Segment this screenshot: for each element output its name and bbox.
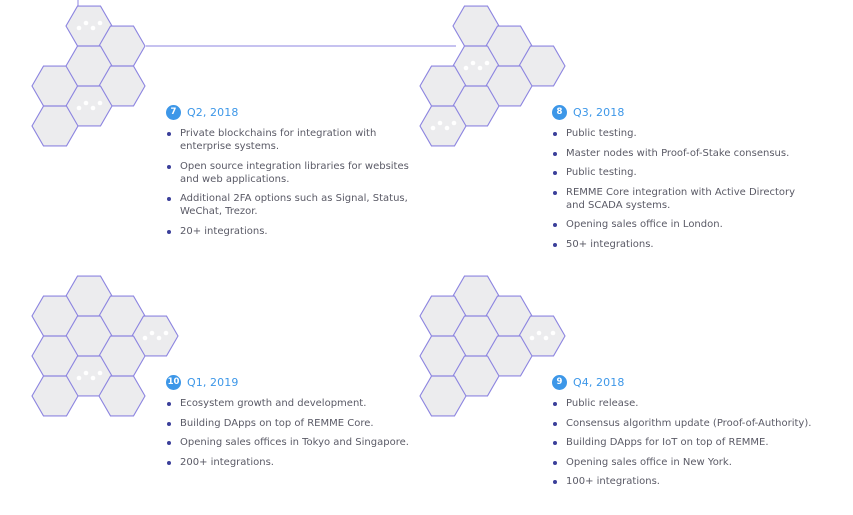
hexagon-dot [76, 105, 82, 111]
list-item: Opening sales office in New York. [552, 456, 822, 469]
hexagon-dot [463, 65, 469, 71]
hexagon-dot [83, 370, 89, 376]
hexagon-dot [76, 25, 82, 31]
milestone-item-list: Ecosystem growth and development. Buildi… [166, 397, 416, 469]
list-item: Building DApps for IoT on top of REMME. [552, 436, 822, 449]
milestone-quarter: Q2, 2018 [187, 105, 239, 119]
milestone-header: 7 Q2, 2018 [166, 104, 416, 120]
hexagon-dot [550, 330, 556, 336]
hexagon-dot [444, 125, 450, 131]
hexagon-dot [536, 330, 542, 336]
list-item: Opening sales office in London. [552, 218, 802, 231]
hexagon-dot [477, 65, 483, 71]
milestone-header: 9 Q4, 2018 [552, 374, 822, 390]
milestone-number-badge: 7 [166, 104, 181, 120]
hexagon-icon [419, 105, 467, 147]
hexagon-dot [430, 125, 436, 131]
hexagon-dot [437, 120, 443, 126]
hexagon-dot [97, 370, 103, 376]
milestone-quarter: Q4, 2018 [573, 375, 625, 389]
list-item: Public release. [552, 397, 822, 410]
list-item: Open source integration libraries for we… [166, 160, 416, 186]
milestone-q2-2018: 7 Q2, 2018 Private blockchains for integ… [166, 104, 416, 244]
list-item: Public testing. [552, 166, 802, 179]
list-item: Ecosystem growth and development. [166, 397, 416, 410]
hexagon-dot [142, 335, 148, 341]
hexagon-dot [90, 375, 96, 381]
milestone-number-badge: 9 [552, 374, 567, 390]
milestone-number-badge: 8 [552, 104, 567, 120]
hexagon-dot [83, 20, 89, 26]
hexagon-dot [83, 100, 89, 106]
list-item: Master nodes with Proof-of-Stake consens… [552, 147, 802, 160]
milestone-item-list: Private blockchains for integration with… [166, 127, 416, 238]
milestone-q1-2019: 10 Q1, 2019 Ecosystem growth and develop… [166, 374, 416, 475]
hexagon-dot [163, 330, 169, 336]
list-item: Building DApps on top of REMME Core. [166, 417, 416, 430]
hexagon-dot [90, 105, 96, 111]
hexagon-icon [98, 375, 146, 417]
list-item: 200+ integrations. [166, 456, 416, 469]
list-item: Additional 2FA options such as Signal, S… [166, 192, 416, 218]
hexagon-icon [419, 375, 467, 417]
list-item: REMME Core integration with Active Direc… [552, 186, 802, 212]
hexagon-dot [97, 20, 103, 26]
list-item: Private blockchains for integration with… [166, 127, 416, 153]
list-item: Public testing. [552, 127, 802, 140]
list-item: 50+ integrations. [552, 238, 802, 251]
hexagon-dot [470, 60, 476, 66]
list-item: Consensus algorithm update (Proof-of-Aut… [552, 417, 822, 430]
hexagon-dot [451, 120, 457, 126]
hexagon-icon [31, 105, 79, 147]
hexagon-dot [149, 330, 155, 336]
hexagon-dot [543, 335, 549, 341]
milestone-q4-2018: 9 Q4, 2018 Public release. Consensus alg… [552, 374, 822, 495]
milestone-item-list: Public testing. Master nodes with Proof-… [552, 127, 802, 251]
list-item: 20+ integrations. [166, 225, 416, 238]
hexagon-dot [76, 375, 82, 381]
milestone-quarter: Q3, 2018 [573, 105, 625, 119]
hexagon-dot [97, 100, 103, 106]
hexagon-dot [529, 335, 535, 341]
list-item: 100+ integrations. [552, 475, 822, 488]
milestone-q3-2018: 8 Q3, 2018 Public testing. Master nodes … [552, 104, 802, 257]
milestone-header: 8 Q3, 2018 [552, 104, 802, 120]
milestone-quarter: Q1, 2019 [187, 375, 239, 389]
milestone-number-badge: 10 [166, 374, 181, 390]
list-item: Opening sales offices in Tokyo and Singa… [166, 436, 416, 449]
hexagon-dot [90, 25, 96, 31]
hexagon-dot [156, 335, 162, 341]
milestone-header: 10 Q1, 2019 [166, 374, 416, 390]
hexagon-dot [484, 60, 490, 66]
hexagon-icon [31, 375, 79, 417]
milestone-item-list: Public release. Consensus algorithm upda… [552, 397, 822, 488]
